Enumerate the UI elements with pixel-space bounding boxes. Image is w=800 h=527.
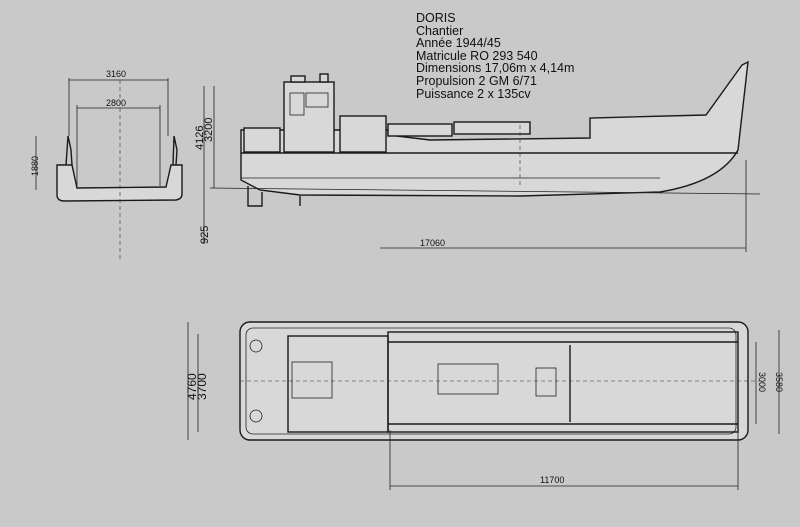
dim-11700: 11700 (540, 475, 564, 485)
dim-3160: 3160 (106, 69, 126, 79)
dim-17060: 17060 (420, 238, 445, 248)
shipyard: Chantier (416, 23, 464, 38)
registration: Matricule RO 293 540 (416, 48, 538, 63)
dim-2800: 2800 (106, 98, 126, 108)
dim-3200: 3200 (203, 118, 215, 142)
plan-view: 4760 3700 3000 3580 11700 (185, 321, 784, 490)
power: Puissance 2 x 135cv (416, 86, 531, 101)
vessel-name: DORIS (416, 11, 456, 25)
dim-1880: 1880 (30, 156, 40, 176)
title-block: DORIS Chantier Année 1944/45 Matricule R… (416, 12, 574, 100)
year: Année 1944/45 (416, 36, 501, 51)
dim-3000: 3000 (757, 372, 767, 392)
cross-section-view: 3160 2800 1880 (30, 69, 183, 260)
profile-view: 4126 3200 925 17060 (194, 60, 761, 252)
dimensions: Dimensions 17,06m x 4,14m (416, 61, 575, 76)
dim-4126: 4126 (194, 126, 206, 150)
dim-3700: 3700 (195, 373, 209, 400)
dim-925: 925 (199, 226, 211, 244)
dim-4760: 4760 (185, 373, 199, 400)
propulsion: Propulsion 2 GM 6/71 (416, 73, 537, 88)
dim-3580: 3580 (774, 372, 784, 392)
